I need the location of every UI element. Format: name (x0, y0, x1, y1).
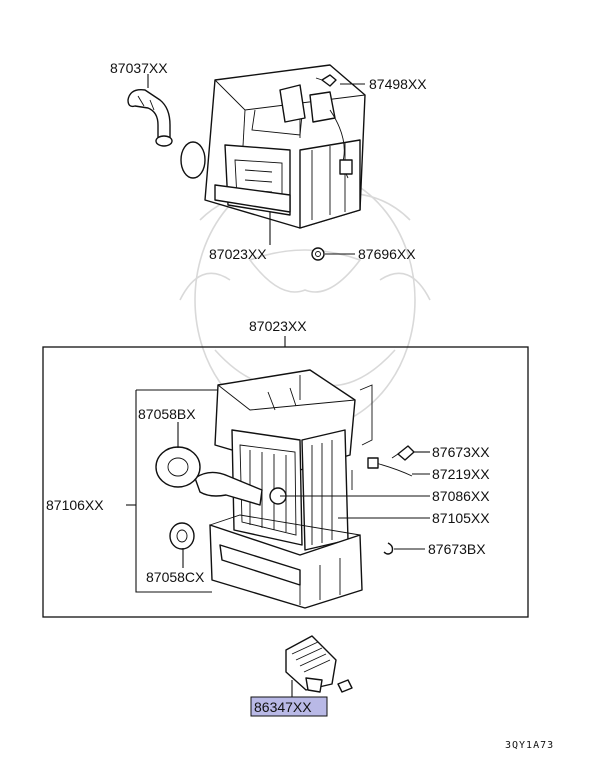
label-resistor: 86347XX (254, 699, 312, 715)
figure-code: 3QY1A73 (505, 740, 554, 751)
label-clip-upper: 87673XX (432, 444, 490, 460)
resistor-label-highlight (250, 696, 328, 717)
sensor-illustration (351, 457, 413, 490)
label-heater-core: 87105XX (432, 510, 490, 526)
packing-upper-illustration (155, 446, 201, 488)
label-packing-upper: 87058BX (138, 406, 196, 422)
resistor-illustration (285, 635, 353, 693)
heater-unit-illustration (194, 369, 373, 609)
label-box-title: 87023XX (249, 318, 307, 334)
label-hose: 87037XX (110, 60, 168, 76)
label-top-housing: 87023XX (209, 246, 267, 262)
clip-upper-illustration (391, 445, 415, 461)
label-heater-unit: 87106XX (46, 497, 104, 513)
bolt-illustration (315, 74, 337, 87)
label-packing-lower: 87058CX (146, 569, 205, 585)
label-nut: 87696XX (358, 246, 416, 262)
hose-illustration (127, 89, 173, 147)
nut-illustration (311, 247, 325, 261)
label-valve: 87086XX (432, 488, 490, 504)
label-clip-lower: 87673BX (428, 541, 486, 557)
top-housing-illustration (180, 64, 366, 229)
label-bolt: 87498XX (369, 76, 427, 92)
heater-unit-frame (42, 346, 529, 618)
clip-lower-illustration (383, 542, 394, 555)
packing-lower-illustration (169, 522, 195, 550)
label-sensor: 87219XX (432, 466, 490, 482)
